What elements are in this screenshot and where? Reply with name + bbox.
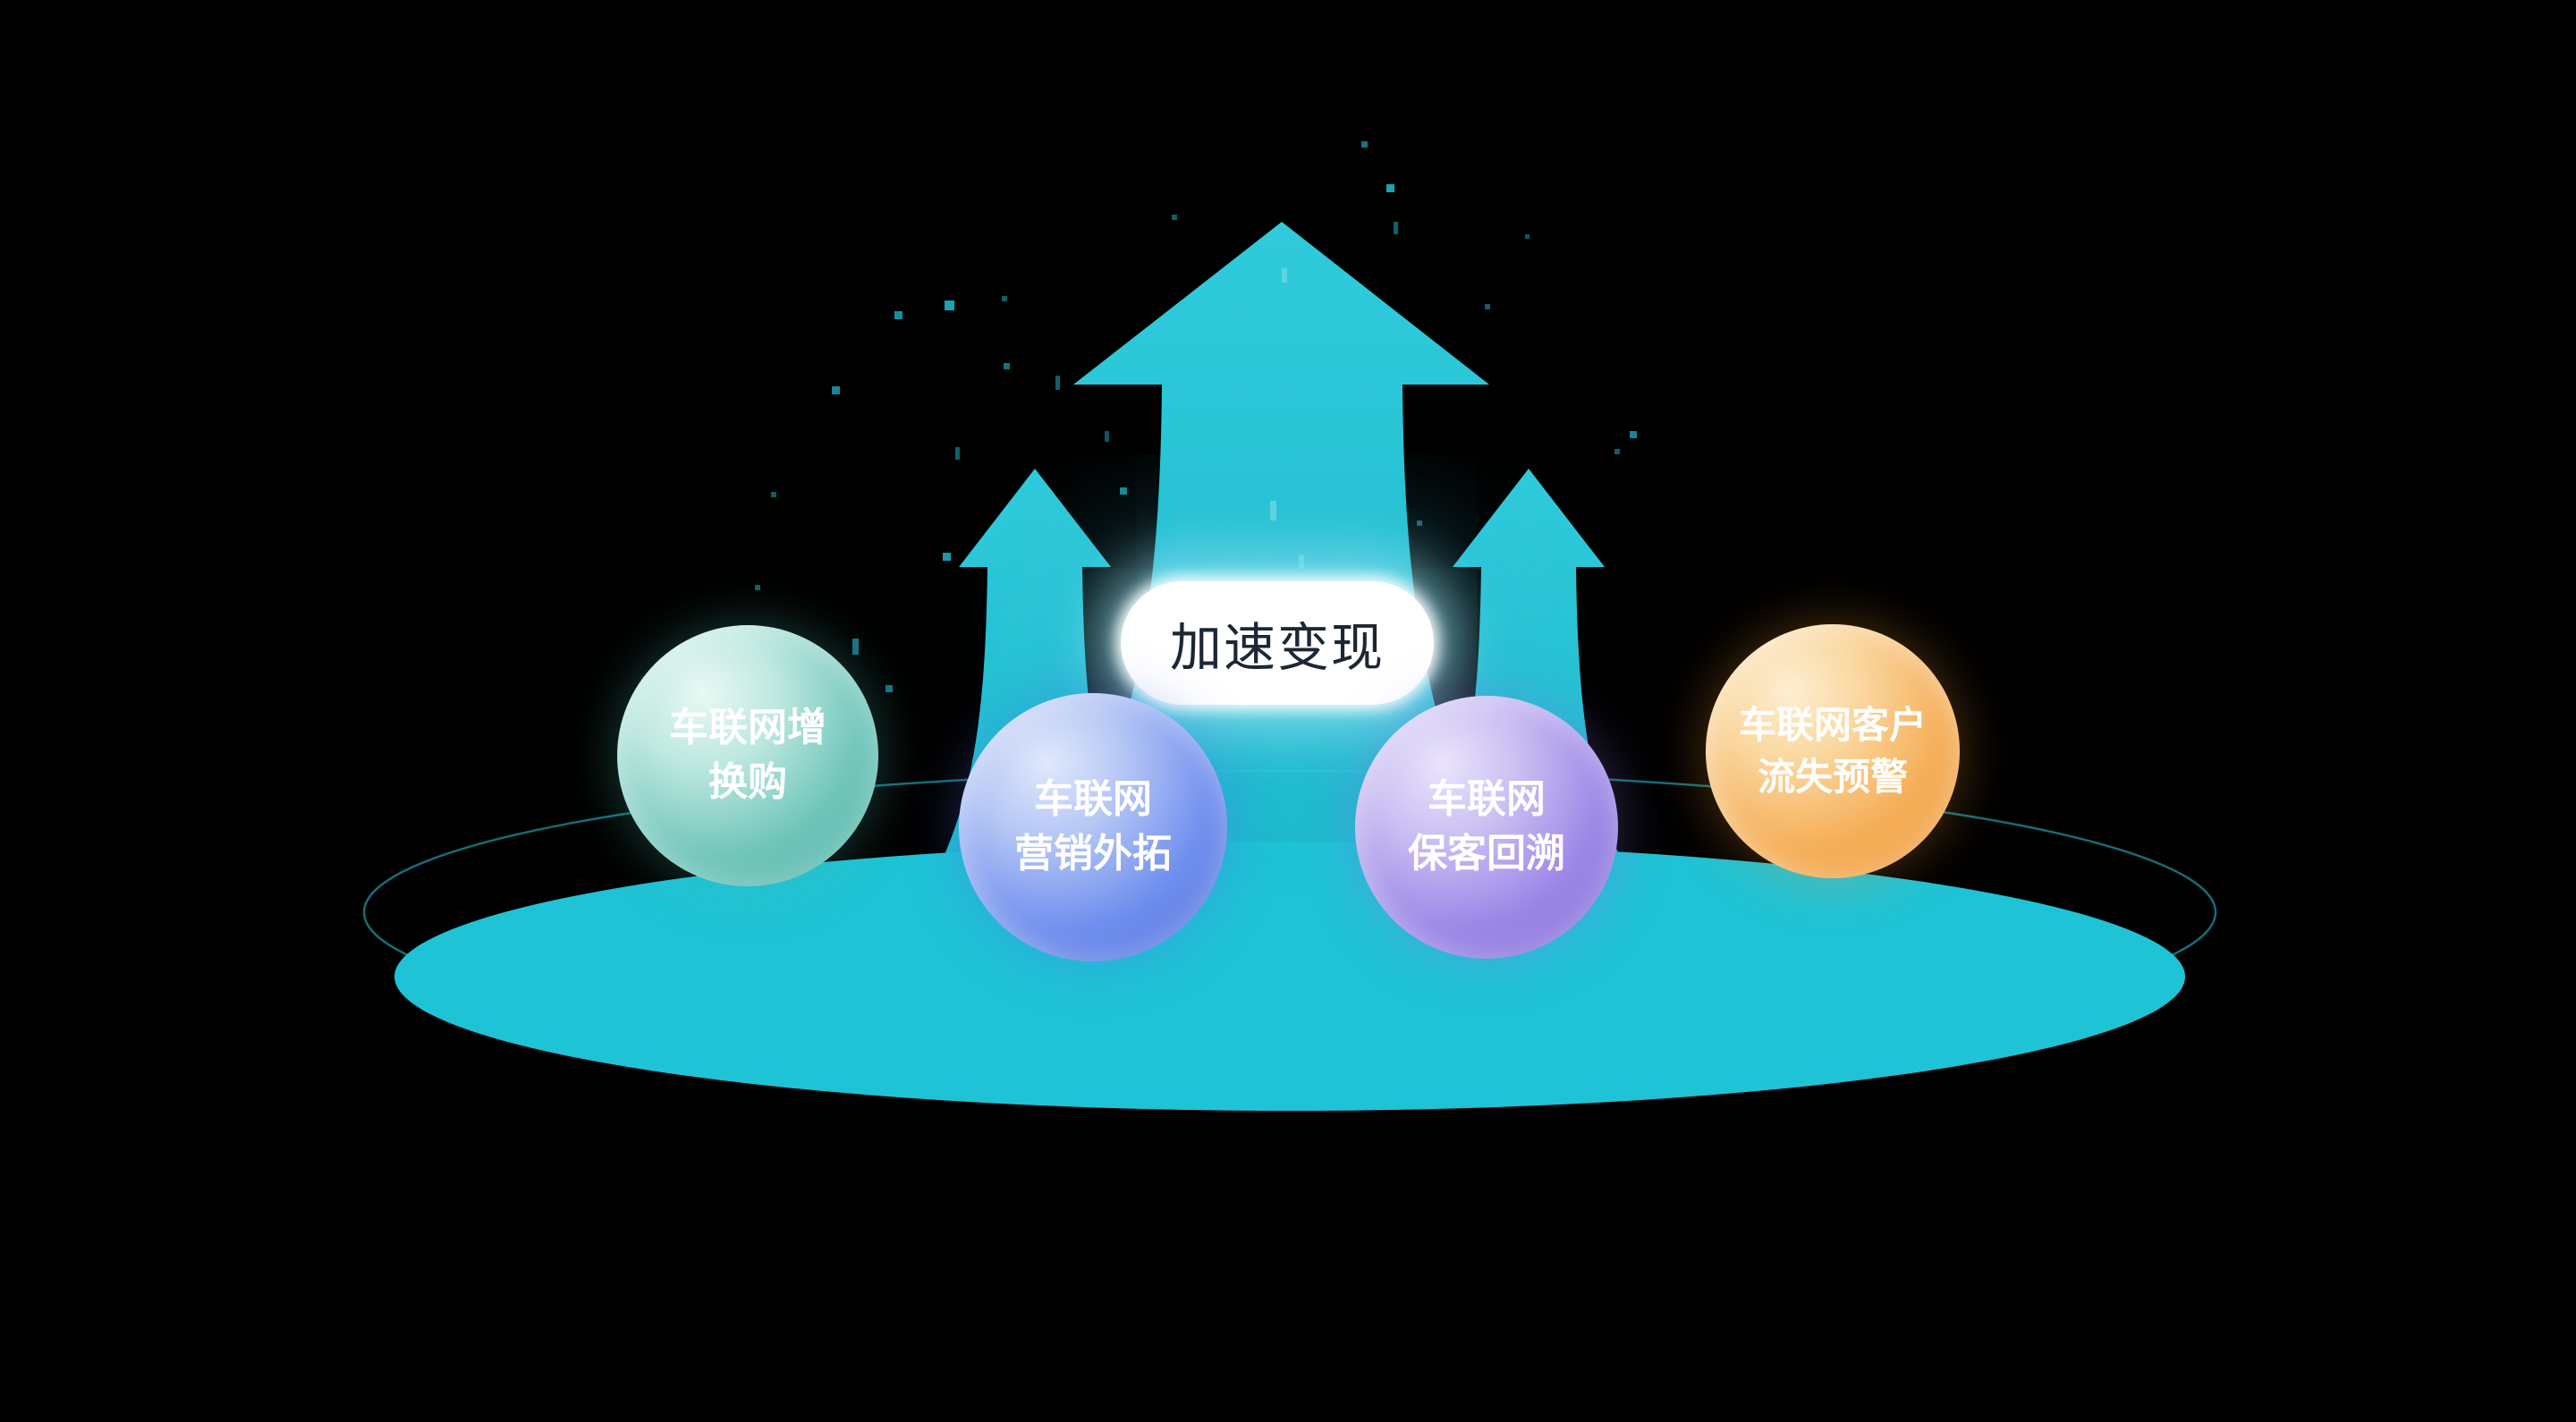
sphere-marketing-expansion: 车联网 营销外拓 xyxy=(959,693,1227,961)
center-badge: 加速变现 xyxy=(1121,581,1434,705)
sphere-churn-line1: 车联网客户 xyxy=(1738,704,1927,747)
sphere-trade-in-line2: 换购 xyxy=(708,760,787,804)
sphere-trade-in-line1: 车联网增 xyxy=(669,706,826,750)
sphere-churn-line2: 流失预警 xyxy=(1757,756,1908,798)
sphere-churn-warning: 车联网客户 流失预警 xyxy=(1706,624,1960,878)
sphere-retention-line2: 保客回溯 xyxy=(1408,832,1565,876)
center-badge-label: 加速变现 xyxy=(1169,619,1385,677)
sphere-retention-line1: 车联网 xyxy=(1428,777,1546,822)
sphere-trade-in: 车联网增 换购 xyxy=(617,625,878,886)
sphere-marketing-line1: 车联网 xyxy=(1034,777,1152,822)
sphere-customer-retention: 车联网 保客回溯 xyxy=(1355,696,1618,959)
sphere-marketing-line2: 营销外拓 xyxy=(1014,832,1172,876)
platform-ellipse xyxy=(394,842,2185,1111)
